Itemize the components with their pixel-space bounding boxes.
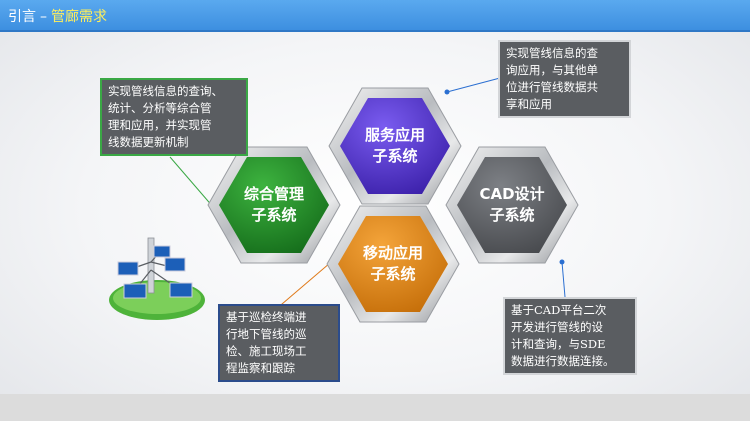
title-subtitle: 管廊需求 bbox=[51, 9, 107, 25]
callout-integrated: 实现管线信息的查询、 统计、分析等综合管 理和应用，并实现管 线数据更新机制 bbox=[100, 78, 248, 156]
hexagon-integrated bbox=[207, 146, 341, 264]
callout-mobile: 基于巡检终端进 行地下管线的巡 检、施工现场工 程监察和跟踪 bbox=[218, 304, 340, 382]
connector-mobile bbox=[274, 260, 333, 311]
hexagon-cad bbox=[445, 146, 579, 264]
page-title: 引言–管廊需求 bbox=[8, 6, 107, 26]
hexagon-mobile bbox=[326, 205, 460, 323]
hex-label-integrated: 综合管理 子系统 bbox=[243, 185, 304, 224]
callout-cad: 基于CAD平台二次 开发进行管线的设 计和查询，与SDE 数据进行数据连接。 bbox=[503, 297, 637, 375]
network-computers-icon bbox=[109, 237, 205, 320]
hex-label-cad: CAD设计 子系统 bbox=[479, 185, 545, 224]
footer-band bbox=[0, 394, 750, 421]
callout-service: 实现管线信息的查 询应用，与其他单 位进行管线数据共 享和应用 bbox=[498, 40, 631, 118]
title-main: 引言 bbox=[8, 9, 36, 25]
hex-label-mobile: 移动应用 子系统 bbox=[362, 244, 423, 283]
title-dash: – bbox=[40, 9, 47, 25]
hex-label-service: 服务应用 子系统 bbox=[364, 126, 425, 165]
connector-service bbox=[444, 77, 501, 95]
header-bar: 引言–管廊需求 bbox=[0, 0, 750, 32]
connector-cad bbox=[559, 259, 566, 298]
hexagon-service bbox=[328, 87, 462, 205]
